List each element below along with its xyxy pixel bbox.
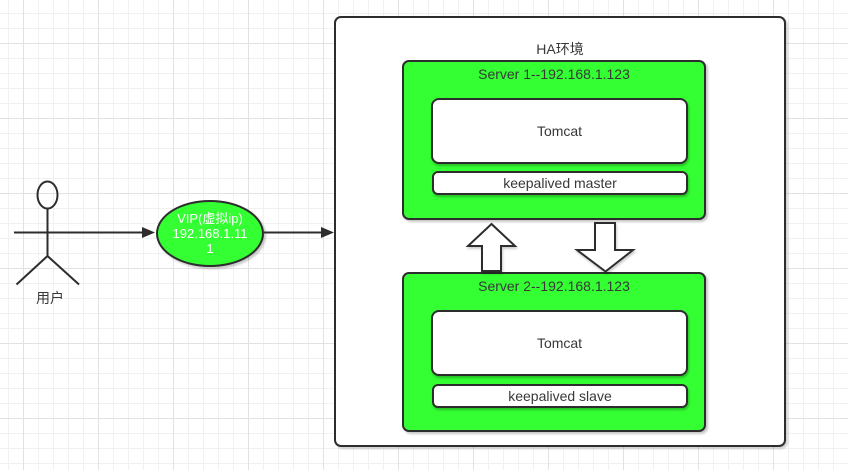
server-1-node: Server 1--192.168.1.123 Tomcat keepalive… bbox=[402, 60, 706, 220]
server-1-title: Server 1--192.168.1.123 bbox=[478, 66, 630, 82]
ha-environment-title: HA环境 bbox=[536, 41, 584, 57]
server-2-title: Server 2--192.168.1.123 bbox=[478, 278, 630, 294]
user-to-vip-arrow bbox=[14, 227, 155, 238]
server-1-keepalived-box: keepalived master bbox=[432, 171, 688, 195]
vip-line-3: 1 bbox=[206, 241, 214, 256]
stick-figure-actor-icon bbox=[15, 180, 80, 286]
vip-line-1: VIP(虚拟ip) bbox=[177, 211, 243, 226]
server-2-tomcat-box: Tomcat bbox=[431, 310, 688, 376]
vip-node: VIP(虚拟ip) 192.168.1.11 1 bbox=[156, 200, 264, 267]
server-1-tomcat-box: Tomcat bbox=[431, 98, 688, 164]
server-2-node: Server 2--192.168.1.123 Tomcat keepalive… bbox=[402, 272, 706, 432]
vip-to-ha-arrow bbox=[264, 227, 334, 238]
server-2-keepalived-box: keepalived slave bbox=[432, 384, 688, 408]
actor-label: 用户 bbox=[36, 290, 64, 306]
vip-line-2: 192.168.1.11 bbox=[172, 226, 248, 241]
ha-environment-box: HA环境 Server 1--192.168.1.123 Tomcat keep… bbox=[334, 16, 786, 447]
